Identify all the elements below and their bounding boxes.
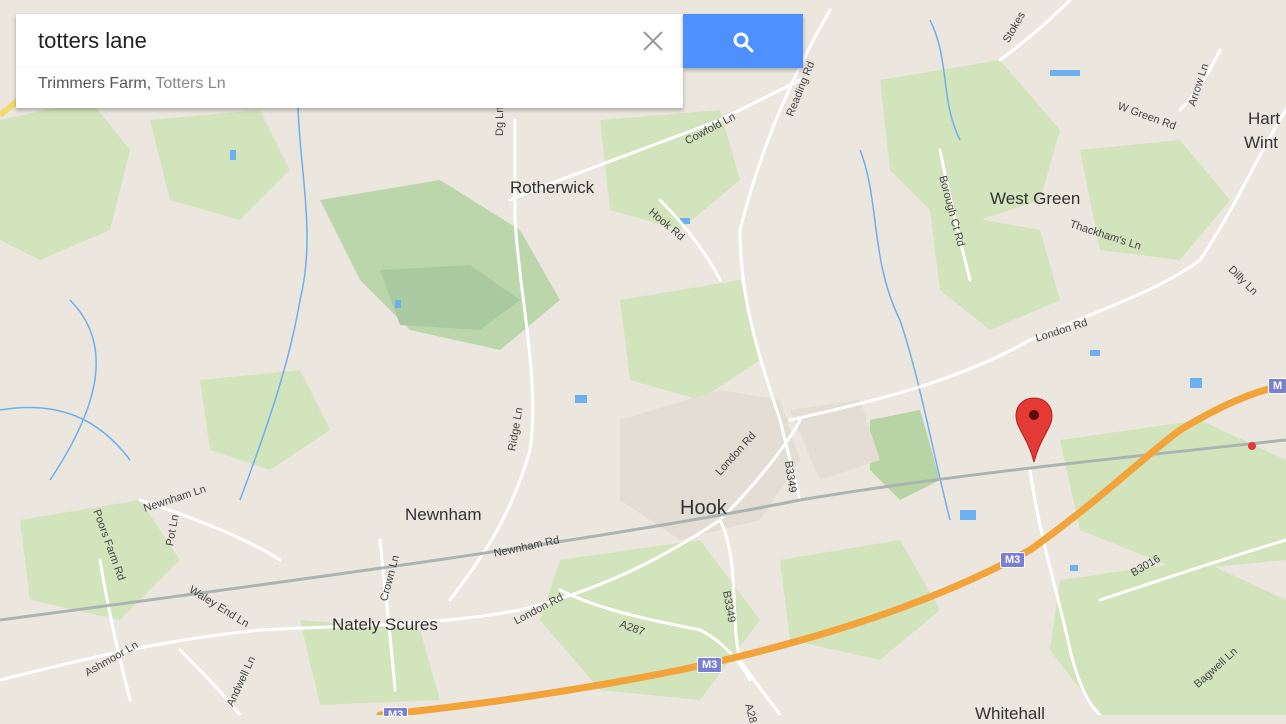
suggestion-separator: , (146, 75, 156, 92)
place-wint: Wint (1244, 133, 1278, 152)
suggestion-main: Trimmers Farm (38, 75, 147, 92)
place-hook: Hook (680, 497, 727, 519)
place-newnham: Newnham (405, 505, 482, 524)
water-spots (230, 70, 1202, 571)
m3-shield: M3 (383, 707, 409, 717)
m3-shield: M (1268, 378, 1286, 394)
search-box (16, 14, 683, 68)
m3-motorway (376, 381, 1286, 715)
m3-shield: M3 (1000, 552, 1026, 568)
search-button[interactable] (683, 14, 803, 68)
place-nately-scures: Nately Scures (332, 615, 438, 634)
place-whitehall: Whitehall (975, 704, 1045, 723)
water-features (0, 19, 961, 521)
town-areas (620, 390, 880, 540)
place-rotherwick: Rotherwick (510, 178, 595, 197)
road-dg-ln: Dg Ln (494, 106, 506, 136)
suggestion-item[interactable]: Trimmers Farm, Totters Ln (16, 68, 683, 104)
suggestion-list: Trimmers Farm, Totters Ln (16, 68, 683, 108)
search-icon (733, 32, 754, 53)
place-west-green: West Green (990, 189, 1081, 208)
close-icon[interactable] (638, 26, 668, 56)
place-hart: Hart (1248, 109, 1281, 128)
station-dot (1248, 442, 1256, 450)
m3-shield: M3 (697, 657, 723, 673)
search-input[interactable] (38, 14, 628, 68)
suggestion-secondary: Totters Ln (155, 75, 226, 92)
suggestion-text: Trimmers Farm, Totters Ln (38, 75, 226, 93)
railway-line (0, 438, 1286, 622)
map-pin-icon[interactable] (1014, 396, 1054, 466)
